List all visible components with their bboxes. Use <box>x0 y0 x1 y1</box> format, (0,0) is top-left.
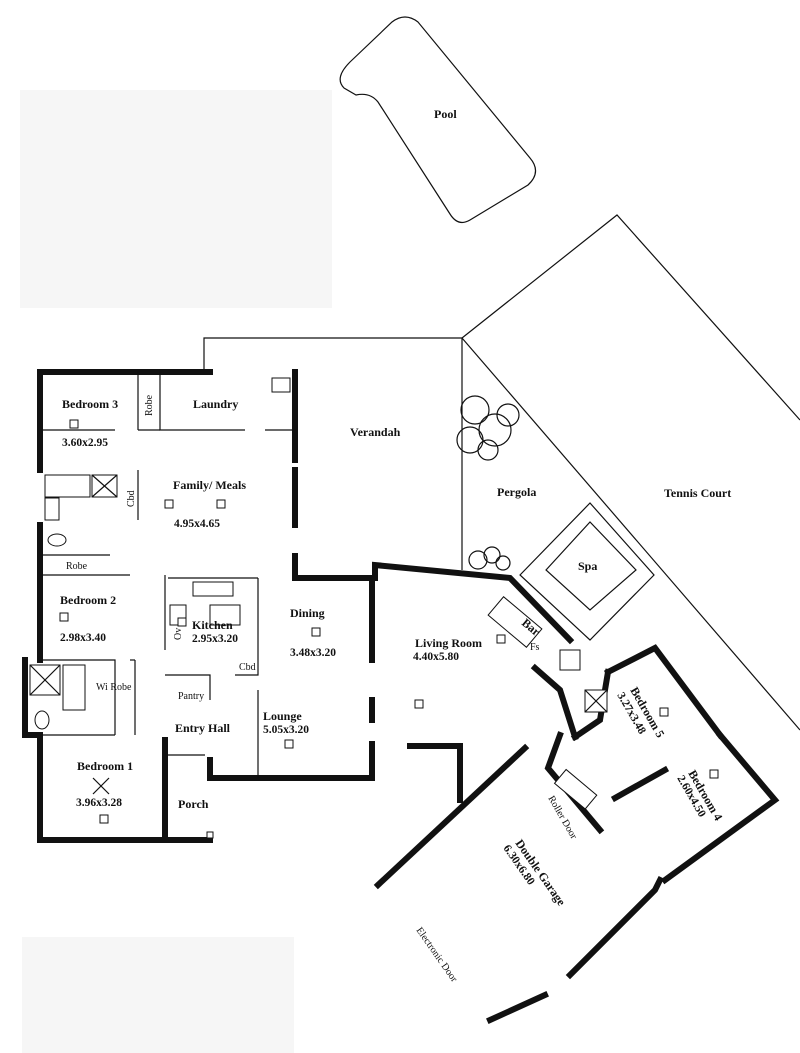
bedroom3-size: 3.60x2.95 <box>62 437 108 449</box>
vanity-icon <box>44 497 60 521</box>
oven-label: Ov <box>173 628 184 640</box>
fixtures <box>29 377 608 839</box>
tree-icon <box>456 395 520 461</box>
tennis-court-label: Tennis Court <box>664 486 731 500</box>
blank-panel-bottom <box>22 937 294 1053</box>
house-walls <box>22 369 780 1024</box>
kitchen-size: 2.95x3.20 <box>192 633 238 645</box>
verandah-boundary <box>203 337 463 570</box>
cbd1-label: Cbd <box>126 490 137 507</box>
spa-outline <box>545 521 637 611</box>
trough-icon <box>271 377 291 393</box>
verandah-label: Verandah <box>350 425 401 439</box>
cooktop-icon <box>192 581 234 597</box>
ceiling-fan-icon <box>92 777 110 795</box>
light-fitting-icons <box>59 419 719 824</box>
family-label: Family/ Meals <box>173 478 246 492</box>
robe-b3-label: Robe <box>144 394 155 416</box>
spa-label: Spa <box>578 559 597 573</box>
living-size: 4.40x5.80 <box>413 651 459 663</box>
bedroom1-label: Bedroom 1 <box>77 759 133 773</box>
island-bench <box>209 604 241 626</box>
bar-counter <box>487 596 543 648</box>
lounge-label: Lounge <box>263 709 302 723</box>
toilet-icon <box>47 533 67 547</box>
vanity-icon-2 <box>62 664 86 711</box>
pantry-label: Pantry <box>178 691 204 702</box>
porch-post <box>206 831 214 839</box>
blank-panel-top <box>20 90 332 308</box>
bedroom1-size: 3.96x3.28 <box>76 797 122 809</box>
shrub-icon <box>468 546 511 571</box>
interior-walls <box>40 372 295 778</box>
pergola-label: Pergola <box>497 485 536 499</box>
wi-robe-label: Wi Robe <box>96 682 132 693</box>
bedroom3-label: Bedroom 3 <box>62 397 118 411</box>
kitchen-label: Kitchen <box>192 618 233 632</box>
fs-label: Fs <box>530 642 540 653</box>
electronic-door-label: Electronic Door <box>414 925 460 984</box>
bedroom2-label: Bedroom 2 <box>60 593 116 607</box>
entry-label: Entry Hall <box>175 721 231 735</box>
laundry-label: Laundry <box>193 397 238 411</box>
family-size: 4.95x4.65 <box>174 518 220 530</box>
garage-bench <box>553 768 598 810</box>
pool-label: Pool <box>434 107 457 121</box>
lounge-size: 5.05x3.20 <box>263 724 309 736</box>
dining-label: Dining <box>290 606 325 620</box>
tennis-court-boundary <box>461 214 800 421</box>
robe-b2-label: Robe <box>66 561 88 572</box>
bathtub-icon <box>44 474 91 498</box>
bedroom2-size: 2.98x3.40 <box>60 632 106 644</box>
toilet-icon-3 <box>559 649 581 671</box>
pool-outline <box>339 16 537 224</box>
cbd2-label: Cbd <box>239 662 256 673</box>
living-label: Living Room <box>415 636 482 650</box>
spa-deck <box>519 502 655 641</box>
dining-size: 3.48x3.20 <box>290 647 336 659</box>
porch-label: Porch <box>178 797 209 811</box>
tennis-court-boundary-2 <box>461 337 800 731</box>
toilet-icon-2 <box>34 710 50 730</box>
